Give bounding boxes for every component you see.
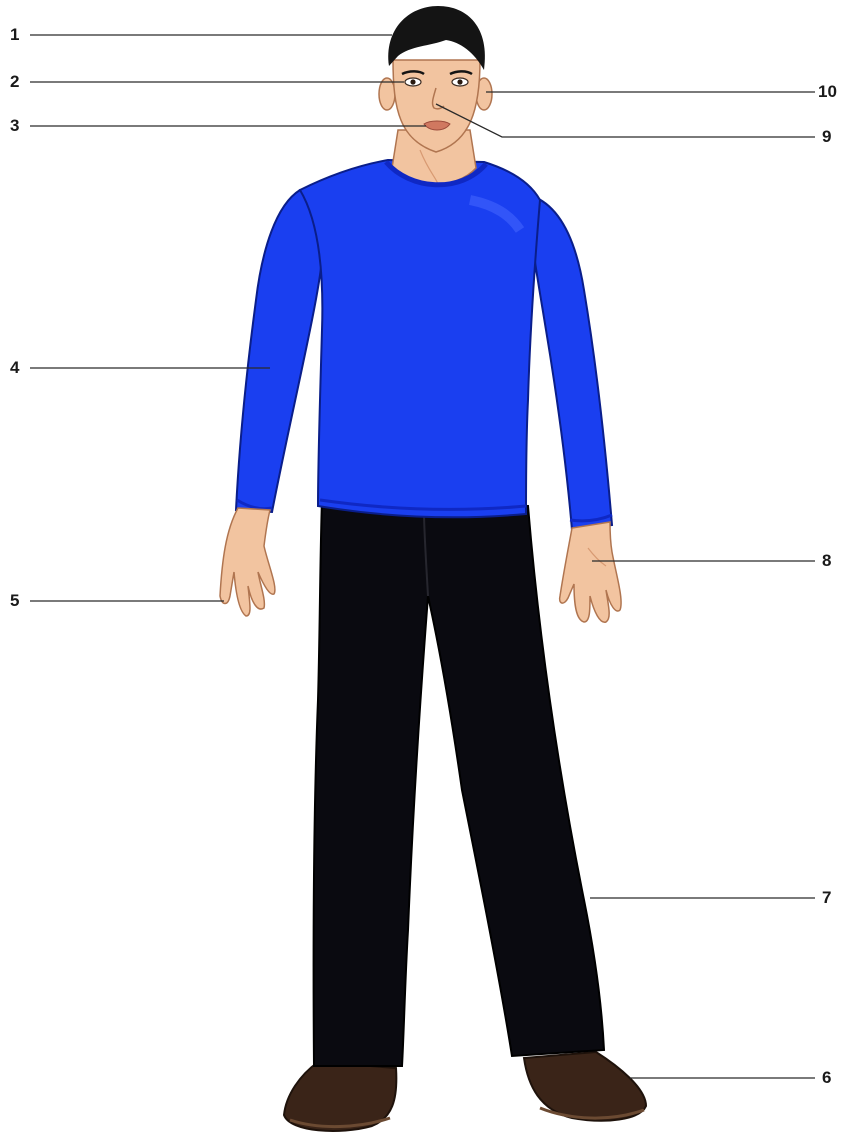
label-8: 8 [822,551,831,571]
left-hand [220,508,275,616]
trousers-shape [314,500,604,1066]
left-arm [236,190,324,512]
right-arm [530,196,612,530]
left-ear [379,78,395,110]
label-6: 6 [822,1068,831,1088]
right-hand [560,522,621,622]
label-10: 10 [818,82,837,102]
leader-line-9 [436,104,815,137]
label-1: 1 [10,25,19,45]
head [379,6,492,152]
label-4: 4 [10,358,19,378]
label-3: 3 [10,116,19,136]
label-9: 9 [822,127,831,147]
shirt-torso [300,160,540,517]
label-2: 2 [10,72,19,92]
label-5: 5 [10,591,19,611]
label-7: 7 [822,888,831,908]
